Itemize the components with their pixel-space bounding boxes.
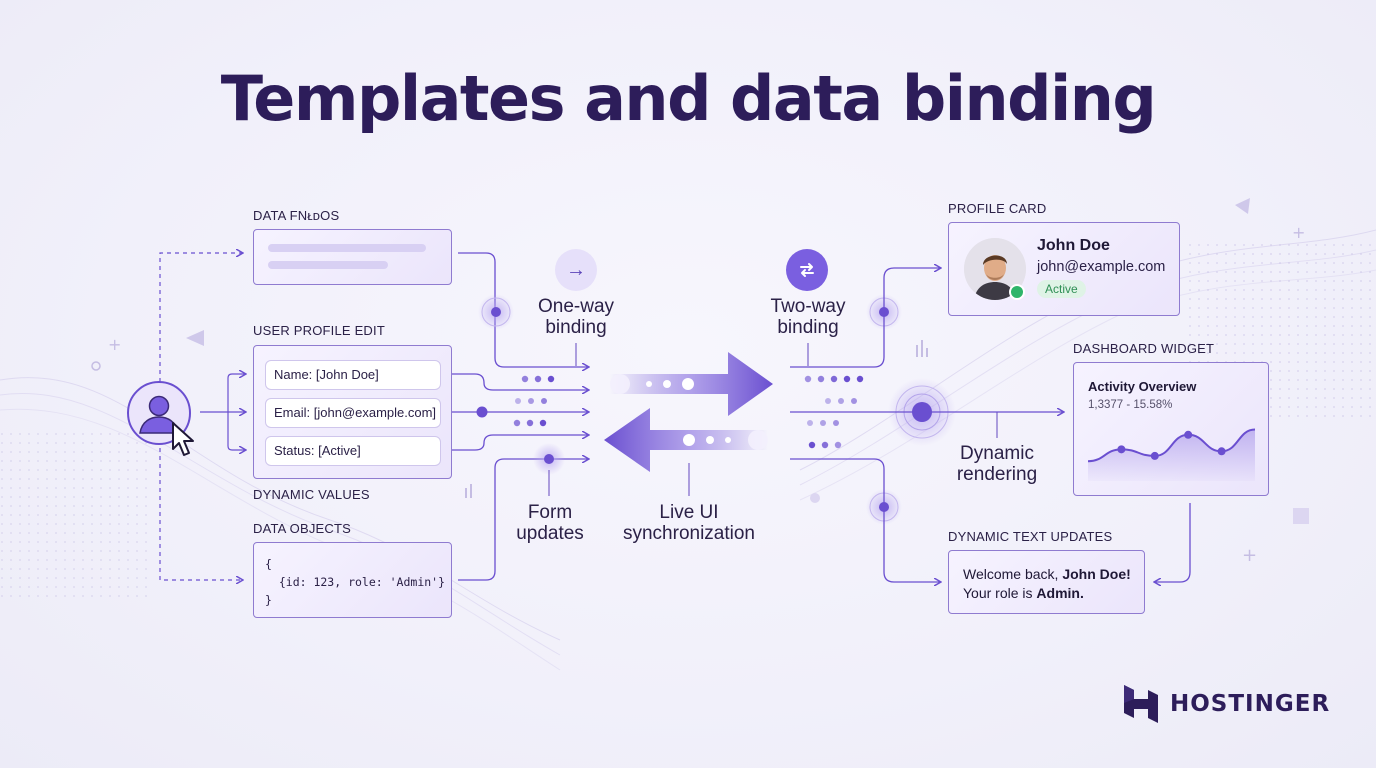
dynamic-text-card: Welcome back, John Doe! Your role is Adm… [948, 550, 1145, 614]
svg-text:+: + [1242, 545, 1257, 566]
hostinger-logo[interactable]: HOSTINGER [1122, 683, 1330, 725]
label-line: binding [777, 317, 839, 338]
form-updates-label: Form updates [500, 502, 600, 544]
one-way-binding-label: One-way binding [526, 296, 626, 338]
online-status-dot [1009, 284, 1025, 300]
widget-title: Activity Overview [1088, 379, 1197, 394]
code-line: {id: 123, role: 'Admin'} [265, 575, 446, 589]
sync-icon [786, 249, 828, 291]
profile-card[interactable]: John Doe john@example.com Active [948, 222, 1180, 316]
chart-point [1150, 451, 1159, 460]
data-objects-card: { {id: 123, role: 'Admin'} } [253, 542, 452, 618]
cursor-icon [171, 421, 197, 464]
label-line: binding [545, 317, 607, 338]
data-fields-label: DATA FNᴌᴅOS [253, 208, 340, 223]
welcome-message: Welcome back, John Doe! [963, 566, 1131, 582]
code-line: { [265, 557, 272, 571]
label-line: Dynamic [960, 443, 1034, 464]
role-prefix: Your role is [963, 585, 1037, 601]
status-field[interactable]: Status: [Active] [265, 436, 441, 466]
code-line: } [265, 593, 272, 607]
label-line: Form [527, 502, 573, 523]
data-object-code: { {id: 123, role: 'Admin'} } [265, 555, 445, 609]
chart-area [1088, 429, 1255, 481]
chart-point [1184, 430, 1193, 439]
dynamic-values-label: DYNAMIC VALUES [253, 487, 370, 502]
profile-card-label: PROFILE CARD [948, 201, 1047, 216]
two-way-binding-label: Two-way binding [758, 296, 858, 338]
chart-point [1117, 445, 1126, 454]
label-line: updates [516, 523, 584, 544]
page-title: Templates and data binding [220, 62, 1157, 135]
live-ui-sync-label: Live UI synchronization [609, 502, 769, 544]
dashboard-widget-label: DASHBOARD WIDGET [1073, 341, 1215, 356]
welcome-prefix: Welcome back, [963, 566, 1063, 582]
profile-photo [964, 238, 1026, 300]
user-profile-edit-label: USER PROFILE EDIT [253, 323, 385, 338]
placeholder-bar [268, 244, 426, 252]
email-field[interactable]: Email: [john@example.com] [265, 398, 441, 428]
placeholder-bar [268, 261, 388, 269]
dynamic-text-updates-label: DYNAMIC TEXT UPDATES [948, 529, 1113, 544]
data-fields-card [253, 229, 452, 285]
label-line: Two-way [770, 296, 846, 317]
label-line: synchronization [622, 523, 756, 544]
svg-text:+: + [1292, 223, 1305, 242]
dashboard-widget-card[interactable]: Activity Overview 1,3377 - 15.58% [1073, 362, 1269, 496]
label-line: One-way [537, 296, 615, 317]
name-field[interactable]: Name: [John Doe] [265, 360, 441, 390]
status-badge: Active [1037, 280, 1086, 298]
user-profile-edit-card: Name: [John Doe] Email: [john@example.co… [253, 345, 452, 479]
welcome-name: John Doe! [1062, 566, 1131, 582]
activity-chart [1087, 428, 1256, 481]
label-line: rendering [956, 464, 1038, 485]
data-objects-label: DATA OBJECTS [253, 521, 351, 536]
profile-email: john@example.com [1037, 259, 1166, 275]
label-line: Live UI [659, 502, 719, 523]
profile-name: John Doe [1037, 237, 1110, 254]
role-message: Your role is Admin. [963, 585, 1084, 601]
hostinger-logo-icon [1124, 685, 1158, 723]
brand-name: HOSTINGER [1170, 691, 1331, 717]
dynamic-rendering-label: Dynamic rendering [937, 443, 1057, 485]
arrow-right-icon: → [555, 249, 597, 291]
widget-subtitle: 1,3377 - 15.58% [1088, 399, 1173, 411]
chart-point [1217, 447, 1226, 456]
svg-text:+: + [108, 335, 121, 354]
role-value: Admin. [1036, 585, 1084, 601]
